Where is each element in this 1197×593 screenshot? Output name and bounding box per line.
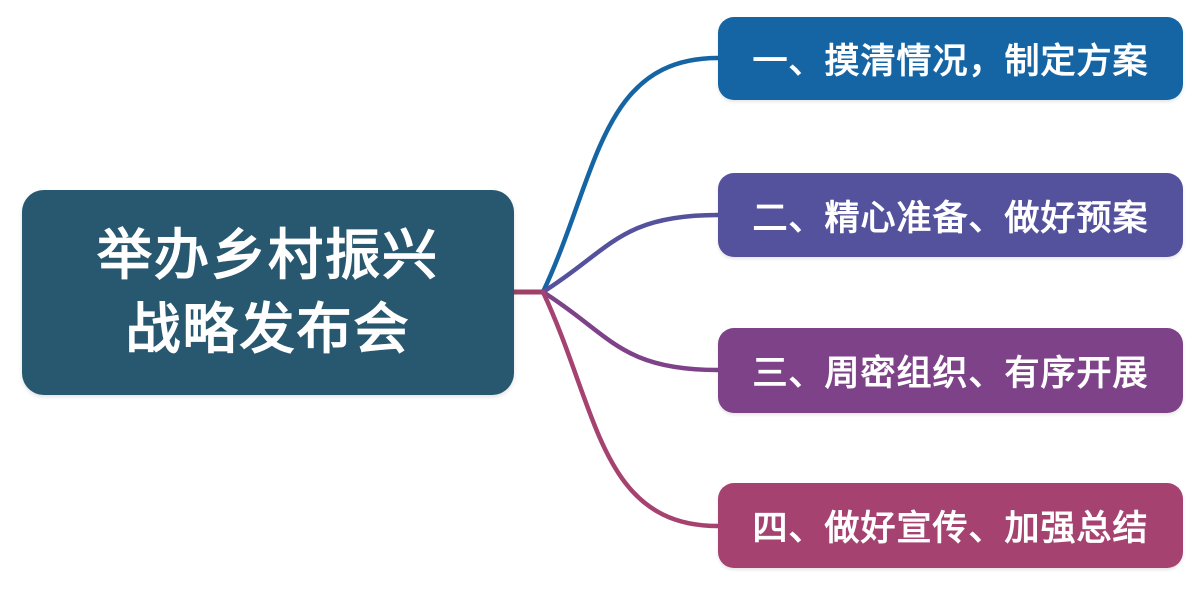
branch-label-2: 二、精心准备、做好预案 [752,198,1149,238]
branch-label-3: 三、周密组织、有序开展 [752,354,1149,393]
connector-branch-4 [540,289,721,529]
branch-node-3: 三、周密组织、有序开展 [718,328,1183,413]
connector-branch-1 [540,55,721,295]
root-title-line-2: 战略发布会 [125,297,411,360]
branch-node-1: 一、摸清情况，制定方案 [718,17,1183,100]
branch-node-2: 二、精心准备、做好预案 [718,173,1183,257]
connector-branch-2 [540,212,721,295]
branch-node-4: 四、做好宣传、加强总结 [718,483,1183,568]
connector-branch-3 [540,289,721,373]
branch-label-1: 一、摸清情况，制定方案 [752,42,1149,81]
branch-label-4: 四、做好宣传、加强总结 [752,509,1149,548]
root-title-line-1: 举办乡村振兴 [96,224,439,287]
root-node: 举办乡村振兴 战略发布会 [22,190,514,395]
